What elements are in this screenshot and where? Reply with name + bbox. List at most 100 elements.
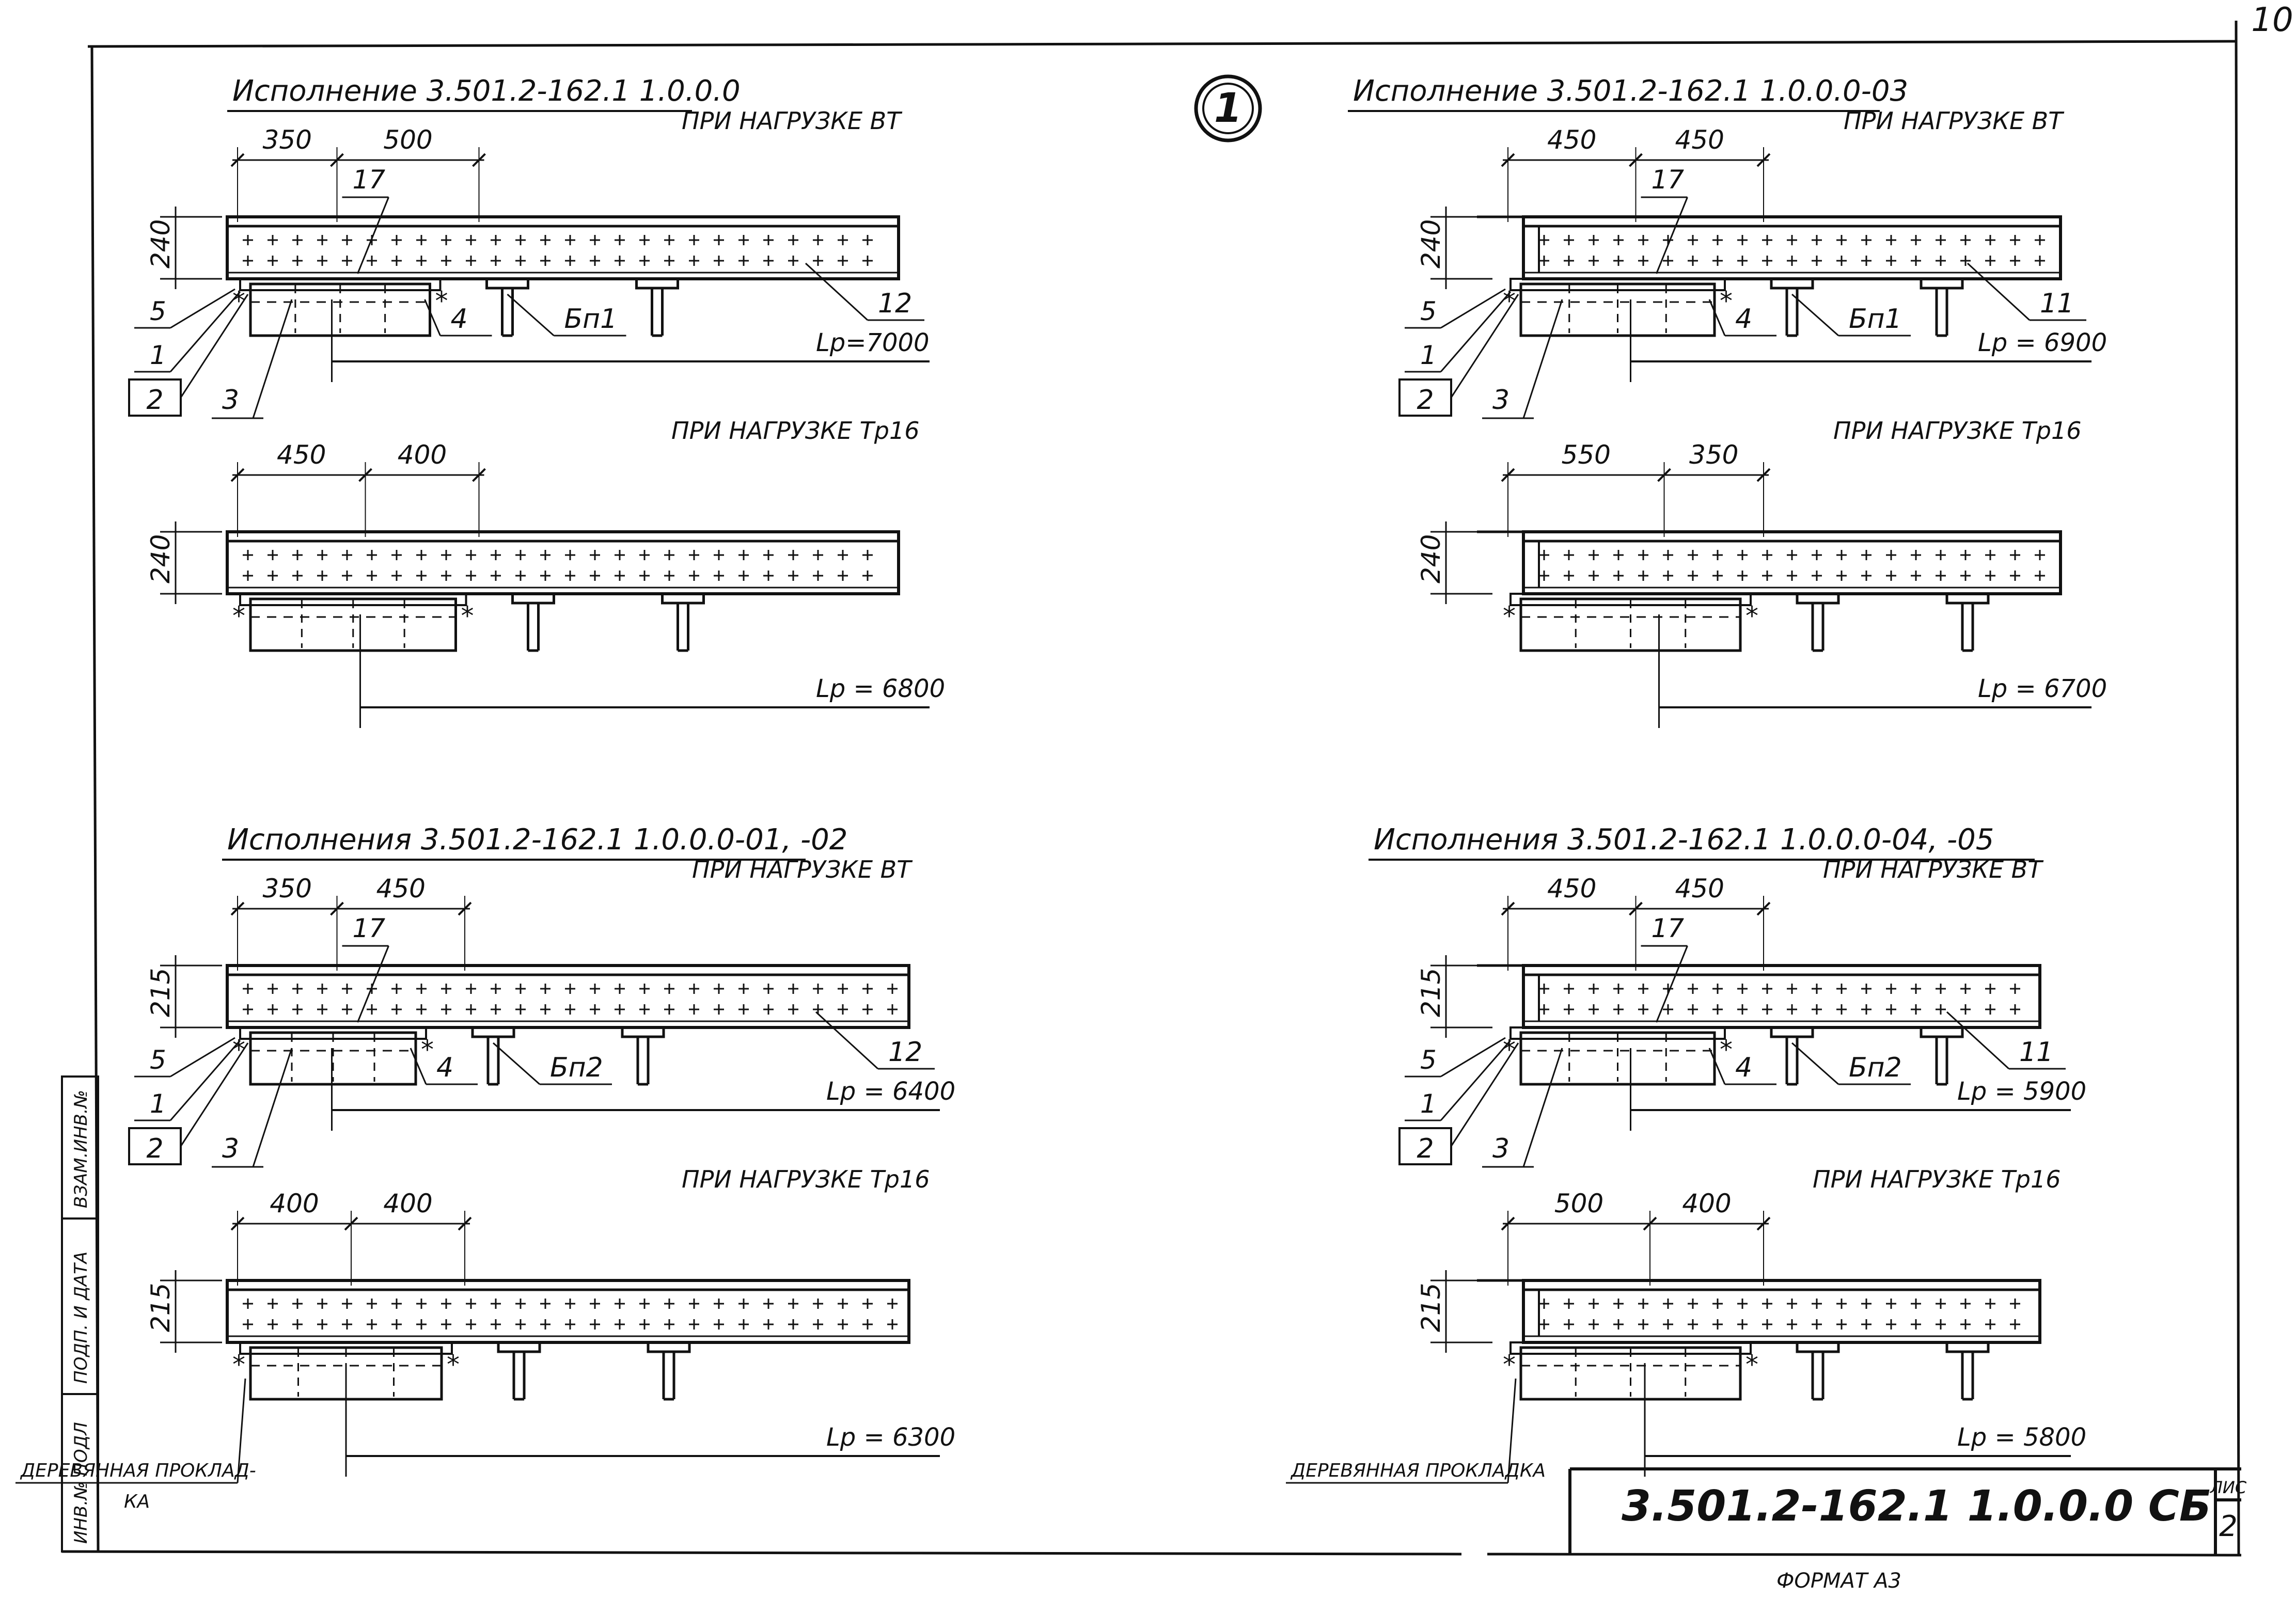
pad-note: ДЕРЕВЯННАЯ ПРОКЛАД-: [20, 1460, 256, 1481]
dim-1-label: 400: [270, 1189, 319, 1219]
cap-plate: [1509, 593, 1752, 606]
dim-1-label: 350: [263, 125, 312, 155]
stamp-vzam-inv: ВЗАМ.ИНВ.№: [71, 1090, 91, 1208]
weld-mark: *: [435, 286, 448, 316]
support-block: [1519, 597, 1742, 652]
insulation-pattern: [243, 550, 873, 581]
pos-3-label: 3: [1492, 1133, 1509, 1164]
tee-beam: [1770, 277, 1814, 337]
insulation-pattern: [243, 1299, 898, 1330]
panel-title: Исполнение 3.501.2-162.1 1.0.0.0-03: [1353, 74, 1908, 108]
pos-4-label: 4: [1735, 1052, 1752, 1083]
tee-beam: [1796, 592, 1840, 652]
tee-beam: [1945, 592, 1990, 652]
dim-tick: [1629, 153, 1643, 167]
dim-tick: [1501, 901, 1515, 916]
dim-tick: [1657, 468, 1671, 482]
span-length-label: Lр = 6800: [816, 674, 945, 703]
load-caption: ПРИ НАГРУЗКЕ Тр16: [1813, 1165, 2061, 1193]
weld-mark: *: [1745, 601, 1758, 631]
dim-tick: [1643, 1216, 1657, 1231]
dim-tick: [230, 901, 245, 916]
dim-1-label: 450: [277, 440, 326, 470]
insulation-pattern: [1539, 550, 2045, 581]
height-label: 215: [146, 1283, 176, 1332]
edge-tag: 12: [878, 288, 912, 319]
height-label: 240: [146, 534, 176, 583]
load-caption: ПРИ НАГРУЗКЕ Тр16: [1833, 417, 2081, 445]
support-block: [1519, 1346, 1742, 1401]
pos-5-label: 5: [150, 1045, 166, 1075]
height-label: 215: [1416, 1283, 1446, 1332]
tee-beam: [1945, 1341, 1990, 1401]
dim-tick: [230, 153, 245, 167]
pos-2-label: 2: [1417, 385, 1434, 416]
dim-tick: [1756, 153, 1771, 167]
dim-tick: [1501, 153, 1515, 167]
dim-tick: [1756, 1216, 1771, 1231]
pad-note: ДЕРЕВЯННАЯ ПРОКЛАДКА: [1290, 1460, 1546, 1481]
insulation-pattern: [1539, 235, 2045, 266]
tee-beam: [1920, 277, 1964, 337]
sheet-label: ЛИС: [2210, 1478, 2247, 1497]
cap-plate: [1509, 1341, 1752, 1355]
dim-tick: [1501, 468, 1515, 482]
floor-slab: [226, 1279, 910, 1344]
load-caption: ПРИ НАГРУЗКЕ ВТ: [1844, 107, 2065, 135]
load-caption: ПРИ НАГРУЗКЕ ВТ: [682, 107, 903, 135]
pos-1-label: 1: [1420, 340, 1437, 370]
load-caption: ПРИ НАГРУЗКЕ ВТ: [1823, 856, 2044, 883]
span-length-label: Lр=7000: [816, 328, 930, 357]
panel-title: Исполнение 3.501.2-162.1 1.0.0.0: [232, 74, 741, 108]
tee-beam: [1770, 1026, 1814, 1086]
panel-title: Исполнения 3.501.2-162.1 1.0.0.0-01, -02: [227, 823, 847, 857]
tee-beam: [471, 1026, 515, 1086]
height-label: 240: [146, 219, 176, 268]
dim-tick: [472, 153, 486, 167]
side-stamp: [61, 1075, 99, 1553]
cap-plate: [1509, 278, 1726, 291]
title-block: [1568, 1467, 2241, 1555]
panel-3: Исполнения 3.501.2-162.1 1.0.0.0-01, -02…: [15, 823, 955, 1512]
pos-4-label: 4: [436, 1052, 453, 1083]
height-label: 215: [146, 968, 176, 1017]
load-caption: ПРИ НАГРУЗКЕ Тр16: [671, 417, 919, 445]
span-length-label: Lр = 6300: [826, 1423, 955, 1452]
edge-tag: 11: [2019, 1037, 2053, 1068]
tee-beam: [635, 277, 679, 337]
pos-4-label: 4: [1735, 304, 1752, 335]
dim-2-label: 450: [1675, 125, 1724, 155]
tee-beam: [621, 1026, 665, 1086]
beam-mark: Бп1: [564, 304, 618, 335]
tee-beam: [661, 592, 705, 652]
pos-2-label: 2: [146, 1133, 163, 1164]
dim-1-label: 500: [1554, 1189, 1603, 1219]
dim-tick: [358, 468, 372, 482]
height-label: 240: [1416, 534, 1446, 583]
pos-17-label: 17: [353, 165, 386, 195]
pos-17-label: 17: [353, 913, 386, 943]
svg-text:1: 1: [1214, 85, 1242, 132]
span-length-label: Lр = 5800: [1957, 1423, 2086, 1452]
dim-tick: [1756, 901, 1771, 916]
page-number: 10: [2251, 1, 2293, 39]
span-length-label: Lр = 6900: [1978, 328, 2107, 357]
beam-mark: Бп1: [1849, 304, 1902, 335]
pad-note-2: КА: [124, 1491, 150, 1512]
cap-plate: [239, 1026, 427, 1040]
span-length-label: Lр = 6400: [826, 1077, 955, 1106]
dim-1-label: 450: [1547, 125, 1596, 155]
dim-1-label: 450: [1547, 874, 1596, 904]
tee-beam: [497, 1341, 541, 1401]
format-label: ФОРМАТ А3: [1776, 1569, 1901, 1593]
floor-slab: [226, 215, 900, 280]
pos-17-label: 17: [1652, 165, 1685, 195]
floor-slab: [1522, 1279, 2041, 1344]
dim-tick: [1756, 468, 1771, 482]
pos-5-label: 5: [1420, 296, 1437, 326]
dim-tick: [458, 1216, 472, 1231]
tee-beam: [1920, 1026, 1964, 1086]
